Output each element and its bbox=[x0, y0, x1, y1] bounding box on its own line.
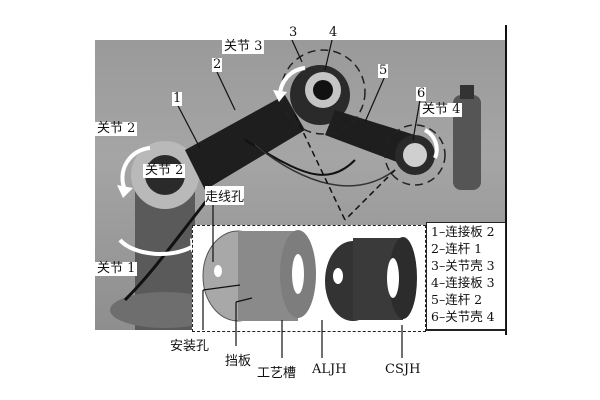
baffle-label: 挡板 bbox=[225, 354, 252, 369]
part-number-1: 1 bbox=[172, 91, 183, 106]
shell-detail-inset bbox=[192, 225, 426, 332]
joint2-inner-label: 关节 2 bbox=[143, 163, 186, 178]
aljh-label: ALJH bbox=[312, 362, 347, 377]
robot-arm-photo bbox=[95, 40, 505, 330]
robot-arm-illustration bbox=[110, 40, 481, 330]
csjh-label: CSJH bbox=[385, 362, 421, 377]
part-number-4: 4 bbox=[328, 25, 339, 40]
part-number-3: 3 bbox=[288, 25, 299, 40]
parts-legend: 1–连接板 2 2–连杆 1 3–关节壳 3 4–连接板 3 5–连杆 2 6–… bbox=[426, 222, 506, 331]
part-number-6: 6 bbox=[416, 86, 427, 101]
joint1-label: 关节 1 bbox=[95, 261, 138, 276]
wire-hole-label: 走线孔 bbox=[205, 186, 245, 205]
figure-right-border bbox=[505, 25, 507, 335]
legend-item: 4–连接板 3 bbox=[431, 275, 495, 290]
part-number-5: 5 bbox=[378, 63, 389, 78]
joint4-label: 关节 4 bbox=[420, 102, 463, 117]
shell-cylinders-illustration bbox=[202, 230, 417, 322]
process-groove-label: 工艺槽 bbox=[257, 366, 297, 381]
legend-item: 1–连接板 2 bbox=[431, 224, 495, 239]
legend-item: 2–连杆 1 bbox=[431, 241, 483, 256]
legend-item: 3–关节壳 3 bbox=[431, 258, 495, 273]
mount-hole-label: 安装孔 bbox=[170, 339, 210, 354]
part-number-2: 2 bbox=[212, 57, 223, 72]
legend-item: 6–关节壳 4 bbox=[431, 309, 495, 324]
joint2-outer-label: 关节 2 bbox=[95, 121, 138, 136]
joint3-label: 关节 3 bbox=[222, 39, 265, 54]
legend-item: 5–连杆 2 bbox=[431, 292, 483, 307]
